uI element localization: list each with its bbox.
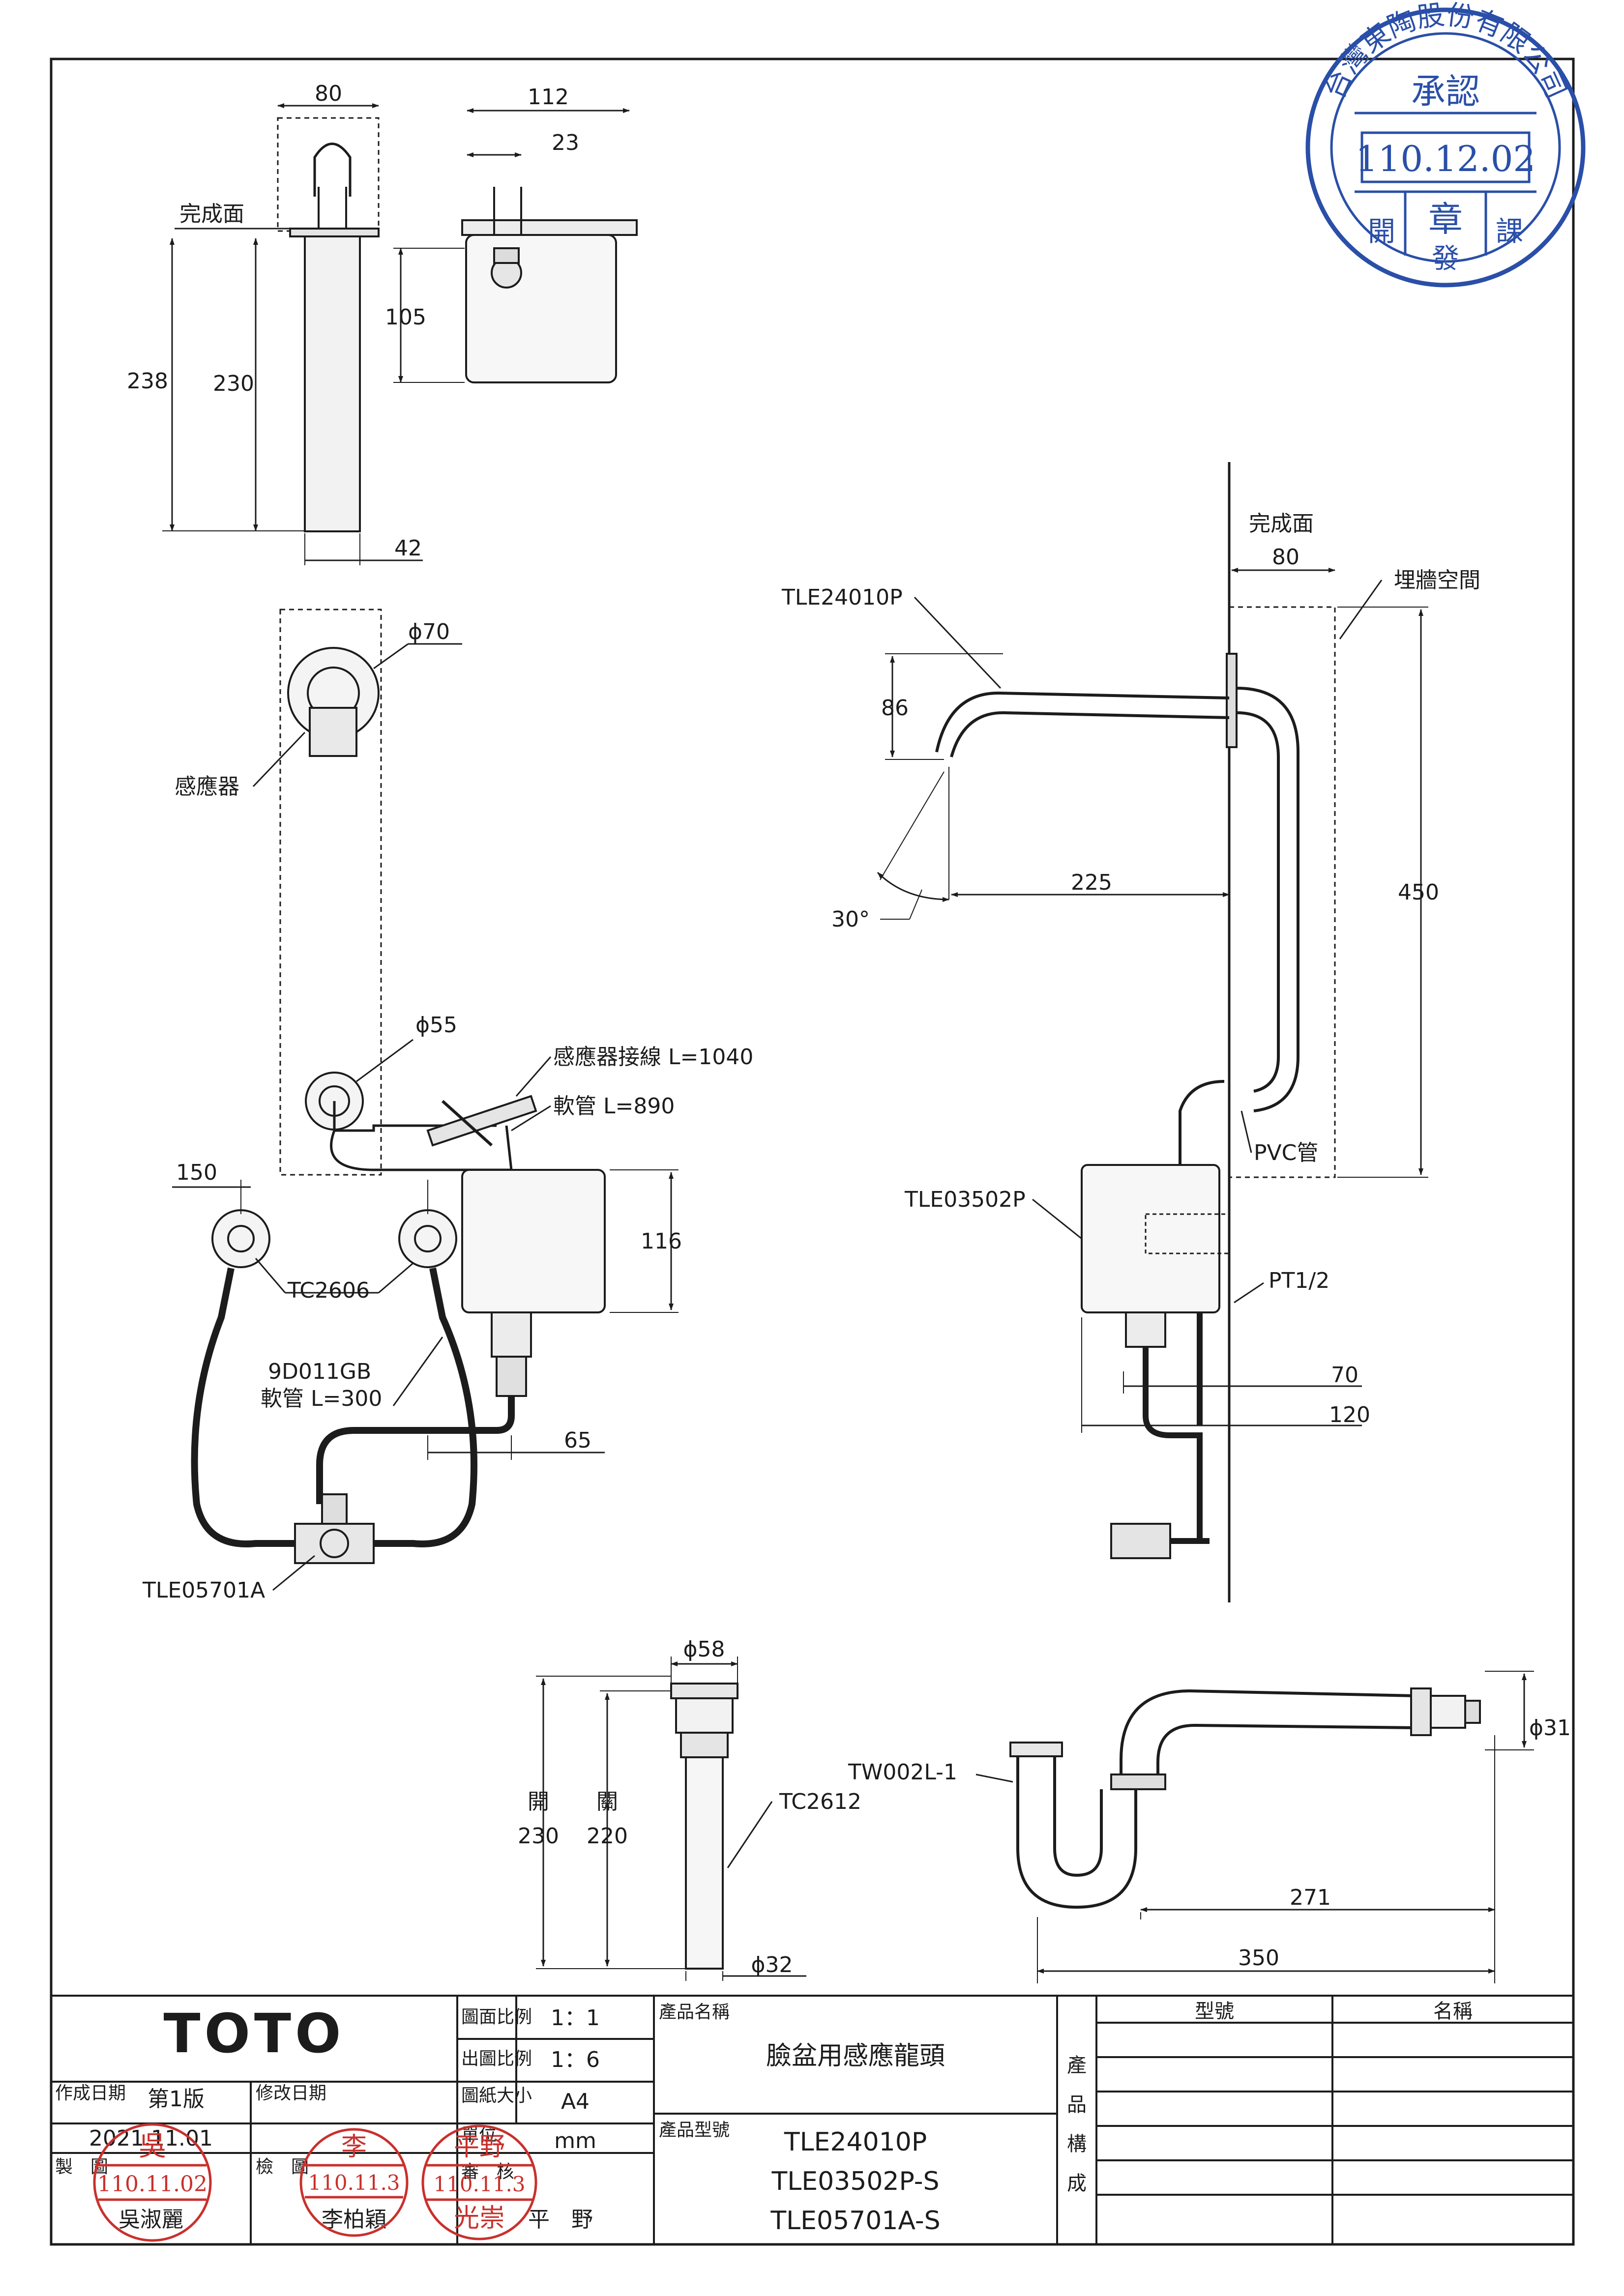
drain-view: [670, 1683, 738, 1970]
stamp-dept-mid: 發: [1432, 243, 1459, 275]
red-stamp-reviewer: [421, 2124, 537, 2240]
model-1: TLE24010P: [784, 2127, 927, 2157]
dim-install-w120: 120: [1329, 1402, 1370, 1427]
stamp-dept-right: 課: [1496, 216, 1523, 248]
stamp-seal: 章: [1428, 199, 1463, 239]
col-model: 型號: [1195, 2000, 1234, 2023]
label-tc2612: TC2612: [779, 1789, 861, 1814]
dim-drain-230: 230: [518, 1824, 559, 1849]
dim-install-w80: 80: [1272, 545, 1299, 570]
dim-install-h86: 86: [881, 696, 909, 721]
red-stamp-drawer-date: 110.11.02: [97, 2172, 207, 2197]
label-sensor-wire: 感應器接線 L=1040: [553, 1045, 753, 1070]
dim-valve-h116: 116: [641, 1229, 682, 1254]
label-hose-300: 軟管 L=300: [261, 1386, 382, 1411]
created-label: 作成日期: [55, 2083, 126, 2103]
label-tw002l: TW002L-1: [848, 1760, 957, 1785]
red-stamp-checker: [299, 2128, 409, 2237]
stamp-date: 110.12.02: [1356, 138, 1535, 179]
drawer-name: 吳淑麗: [118, 2207, 183, 2232]
dim-front-h238: 238: [127, 369, 168, 394]
product-name-label: 產品名稱: [659, 2002, 730, 2022]
scale-label: 圖面比例: [461, 2007, 532, 2027]
side-top-view: [461, 187, 638, 383]
red-stamp-reviewer-top: 平野: [454, 2132, 505, 2162]
dim-install-w225: 225: [1071, 870, 1112, 895]
dim-trap-w350: 350: [1238, 1946, 1279, 1971]
dim-install-w70: 70: [1331, 1363, 1358, 1388]
dim-install-h450: 450: [1398, 880, 1439, 905]
side-install-view: [935, 462, 1336, 1602]
print-scale-label: 出圖比例: [461, 2049, 532, 2069]
dim-trap-w271: 271: [1290, 1885, 1331, 1910]
product-name: 臉盆用感應龍頭: [766, 2041, 945, 2071]
label-finish-face-1: 完成面: [179, 202, 244, 227]
red-stamp-checker-top: 李: [341, 2132, 367, 2162]
dim-install-angle: 30°: [831, 907, 870, 932]
label-drain-open: 開: [528, 1789, 549, 1814]
label-sensor: 感應器: [175, 774, 239, 799]
composition-char-1: 產: [1067, 2054, 1087, 2077]
scale-value: 1：1: [551, 2005, 600, 2031]
print-scale-value: 1：6: [551, 2047, 600, 2072]
reviewer-name: 平 野: [528, 2207, 593, 2232]
revised-label: 修改日期: [256, 2083, 326, 2103]
red-stamp-drawer: [93, 2123, 212, 2242]
label-tle24010p: TLE24010P: [781, 585, 903, 610]
composition-char-4: 成: [1067, 2172, 1087, 2195]
approval-stamp: [1305, 7, 1586, 288]
brand-logo: TOTO: [163, 2002, 345, 2065]
dim-trap-d31: ϕ31: [1529, 1715, 1571, 1741]
composition-char-3: 構: [1067, 2133, 1087, 2155]
dim-sensor-d70: ϕ70: [408, 619, 450, 644]
red-stamp-checker-date: 110.11.3: [308, 2171, 400, 2195]
red-stamp-drawer-top: 吳: [139, 2130, 166, 2162]
front-view: [277, 117, 380, 532]
col-name: 名稱: [1433, 2000, 1473, 2023]
dim-front-w80: 80: [315, 81, 342, 106]
label-embed-space: 埋牆空間: [1394, 568, 1480, 593]
title-block-grid: [51, 1995, 1573, 2244]
red-stamp-reviewer-bottom: 光崇: [454, 2204, 505, 2233]
label-drain-close: 關: [596, 1789, 618, 1814]
paper-value: A4: [561, 2089, 590, 2114]
label-tc2606: TC2606: [287, 1278, 370, 1303]
dim-front-h230: 230: [213, 371, 254, 396]
dim-drain-220: 220: [587, 1824, 628, 1849]
sensor-view: [279, 609, 537, 1176]
edition: 第1版: [148, 2087, 205, 2112]
checker-name: 李柏穎: [322, 2207, 386, 2232]
drawing-border: [50, 58, 1575, 2246]
dim-side-w112: 112: [528, 85, 569, 110]
product-model-label: 產品型號: [659, 2120, 730, 2140]
model-2: TLE03502P-S: [771, 2167, 940, 2196]
dim-side-w23: 23: [552, 130, 579, 155]
label-pvc: PVC管: [1254, 1140, 1318, 1165]
dim-valve-w150: 150: [176, 1160, 217, 1185]
red-stamp-reviewer-date: 110.11.3: [433, 2172, 525, 2196]
trap-view: [1009, 1687, 1481, 1909]
created-date: 2021.11.01: [89, 2126, 213, 2151]
dim-sensor-d55: ϕ55: [415, 1013, 457, 1038]
label-tle05701a: TLE05701A: [142, 1578, 265, 1603]
model-3: TLE05701A-S: [770, 2206, 940, 2236]
composition-char-2: 品: [1067, 2093, 1087, 2116]
label-tle03502p: TLE03502P: [904, 1187, 1026, 1212]
label-9d011gb: 9D011GB: [268, 1359, 371, 1384]
label-pt12: PT1/2: [1269, 1268, 1329, 1293]
stamp-approve: 承認: [1411, 71, 1480, 112]
unit-value: mm: [554, 2128, 596, 2153]
dim-side-h105: 105: [385, 305, 426, 330]
valve-view: [191, 1169, 606, 1564]
dim-drain-d58: ϕ58: [683, 1637, 725, 1662]
stamp-dept-left: 開: [1368, 216, 1395, 248]
label-hose-890: 軟管 L=890: [553, 1094, 675, 1119]
paper-label: 圖紙大小: [461, 2086, 532, 2106]
dim-valve-w65: 65: [564, 1428, 591, 1453]
dim-front-d42: 42: [394, 536, 422, 561]
label-finish-face-2: 完成面: [1249, 511, 1314, 536]
check-label: 檢 圖: [256, 2157, 309, 2177]
dim-drain-d32: ϕ32: [751, 1952, 793, 1977]
